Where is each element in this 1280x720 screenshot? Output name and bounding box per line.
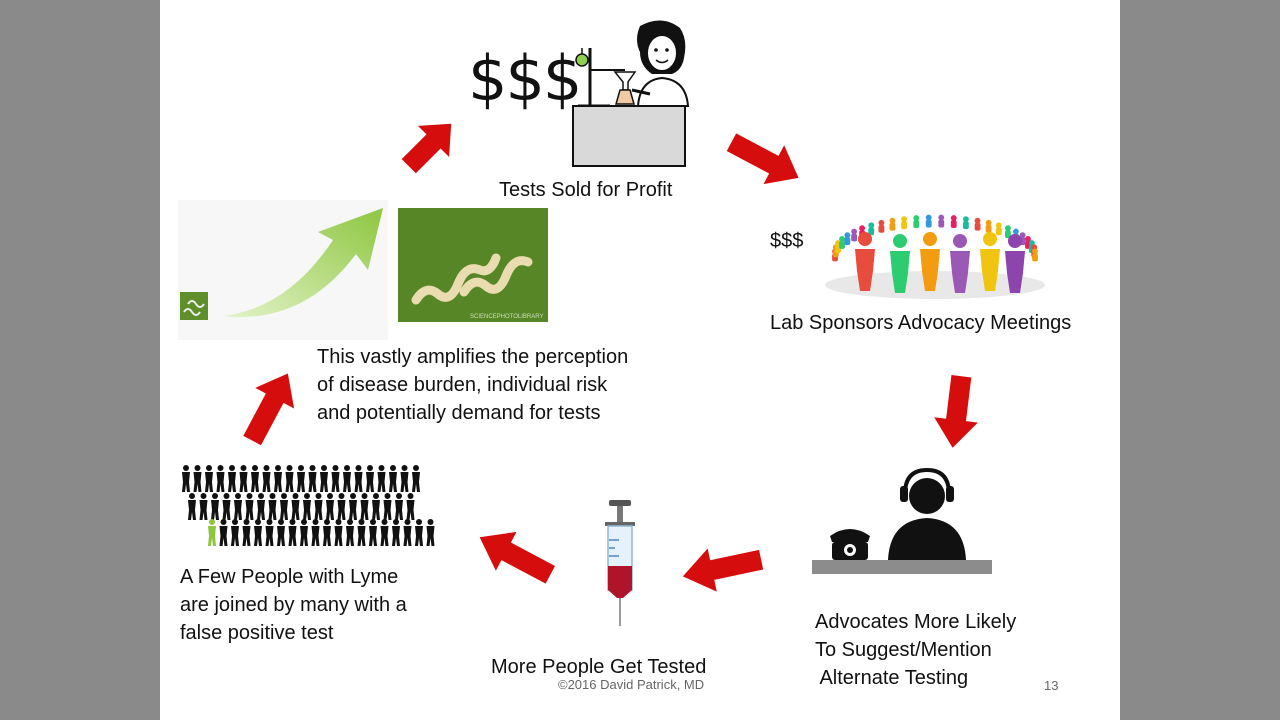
sponsor-caption: Lab Sponsors Advocacy Meetings bbox=[770, 312, 1072, 334]
crowd-icon bbox=[182, 465, 435, 546]
lyme-caption: A Few People with Lyme are joined by man… bbox=[180, 566, 407, 644]
arrow-to-amplify bbox=[243, 373, 295, 446]
top-dollars: $$$ bbox=[468, 42, 582, 115]
footer: ©2016 David Patrick, MD bbox=[558, 677, 705, 692]
photo-credit: SCIENCEPHOTOLIBRARY bbox=[470, 314, 543, 320]
slide: $$$ Tests Sold for Profit $$$ Lab Sponso… bbox=[160, 0, 1120, 720]
page-number: 13 bbox=[1044, 678, 1059, 693]
cycle-arrows bbox=[243, 123, 978, 592]
people-circle-icon bbox=[825, 214, 1045, 299]
arrow-to-syringe bbox=[682, 548, 764, 592]
bacteria-photo: SCIENCEPHOTOLIBRARY bbox=[398, 208, 548, 322]
tested-caption: More People Get Tested bbox=[491, 656, 707, 678]
lab-worker-icon bbox=[572, 20, 690, 167]
arrow-to-sponsors bbox=[726, 133, 799, 185]
sponsor-dollars: $$$ bbox=[770, 230, 804, 252]
arrow-to-crowd bbox=[479, 531, 556, 584]
call-center-icon bbox=[812, 464, 992, 579]
telephone-icon bbox=[830, 529, 870, 560]
arrow-to-advocates bbox=[934, 375, 978, 448]
syringe-icon bbox=[605, 500, 635, 626]
growth-arrow-icon bbox=[178, 200, 388, 340]
amplify-caption: This vastly amplifies the perception of … bbox=[317, 346, 629, 424]
lab-caption: Tests Sold for Profit bbox=[499, 179, 673, 201]
arrow-to-lab bbox=[401, 123, 452, 174]
advocate-caption: Advocates More Likely To Suggest/Mention… bbox=[815, 611, 1017, 689]
